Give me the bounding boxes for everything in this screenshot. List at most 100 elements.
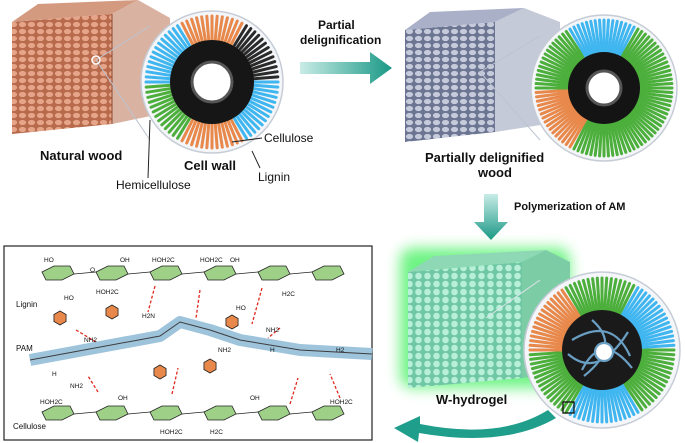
chem-cellulose-label: Cellulose [13, 422, 46, 431]
delignified-wall-fibril [630, 48, 663, 71]
hydrogen-bond [251, 287, 263, 325]
hydrogel-wall-fibril [591, 386, 599, 423]
hydrogel-wall-fibril [535, 316, 570, 335]
delignified-wall-fibril [536, 68, 573, 81]
chem-group-nh2: NH2 [218, 347, 231, 354]
hydrogel-wall-fibril [637, 334, 675, 345]
hydrogel-wall-fibril [549, 297, 577, 325]
delignified-wood-label-line2: wood [478, 165, 512, 180]
hydrogel-wall-fibril [564, 286, 585, 319]
chem-group-oh: OH [120, 257, 130, 264]
hydrogel-wall-fibril [634, 365, 669, 384]
delignified-wall-fibril [580, 118, 595, 154]
hydrogel-wall-fibril [529, 355, 567, 366]
chem-group-hoh2c: HOH2C [152, 257, 175, 264]
chem-group-hoh2c: HOH2C [330, 399, 353, 406]
natural-wall-fibril [216, 15, 224, 46]
natural-wall-fibril [248, 86, 279, 94]
cell-wall-label: Cell wall [184, 158, 237, 173]
natural-wall-fibril [144, 75, 176, 81]
delignified-wall-fibril [554, 110, 582, 138]
hydrogel-wall-fibril [560, 288, 583, 320]
hydrogel-wall-fibril [617, 382, 636, 417]
hydrogel-wall-fibril [543, 304, 574, 329]
delignified-wall-fibril [617, 116, 636, 151]
delignified-wall-fibril [534, 82, 572, 88]
delignified-wall-fibril [635, 93, 673, 103]
lignin-phenyl-ring [225, 314, 239, 330]
natural-wall-fibril [230, 112, 248, 140]
delignified-wall-fibril [551, 41, 580, 68]
hydrogel-wall-fibril [627, 297, 655, 325]
pam-chain-strand [571, 330, 632, 357]
natural-wall-fibril [190, 116, 202, 147]
delignified-wall-fibril [636, 77, 673, 86]
natural-wall-fibril [248, 70, 279, 78]
delignified-wall-fibril [623, 113, 647, 144]
chem-group-hoh2c: HOH2C [96, 289, 119, 296]
natural-wall-fibril [167, 109, 189, 134]
delignified-wall-fibril [624, 112, 651, 141]
hydrogel-wall-fibril [553, 294, 579, 323]
delignified-wall-fibril [541, 56, 576, 75]
hydrogel-wall-fibril [607, 385, 618, 423]
hydrogel-wall-fibril [629, 373, 658, 399]
chem-group-oh: OH [118, 395, 128, 402]
natural-wall-fibril [160, 37, 185, 59]
chem-group-hoh2c: HOH2C [200, 257, 223, 264]
chem-group-h: H [270, 347, 275, 354]
delignified-wood-label-line1: Partially delignified [425, 150, 545, 165]
delignified-wall-fibril [636, 82, 674, 88]
delignified-wall-fibril [564, 29, 587, 62]
delignified-wall-fibril [619, 27, 640, 61]
chem-group-nh2: NH2 [84, 337, 97, 344]
hydrogel-wall-fibril [538, 312, 571, 333]
chem-group-h2c: H2C [282, 291, 295, 298]
natural-wall-fibril [176, 24, 194, 52]
natural-wall-fibril [232, 27, 253, 53]
natural-wall-fibril [151, 97, 180, 114]
hydrogel-wall-fibril [546, 373, 575, 399]
hydrogel-wall-fibril [635, 320, 671, 337]
delignified-wall-fibril [584, 119, 597, 156]
delignified-wall-fibril [631, 103, 665, 124]
natural-wall-fibril [171, 111, 192, 137]
chem-group-h: H [52, 371, 57, 378]
delignified-wall-fibril [633, 60, 669, 77]
hydrogel-wall-fibril [546, 301, 575, 327]
natural-wood-label: Natural wood [40, 148, 123, 163]
chem-group-ho: HO [64, 295, 74, 302]
hydrogel-wall-fibril [529, 353, 566, 361]
hydrogen-bond [147, 285, 156, 313]
delignified-wall-fibril [635, 73, 673, 83]
cellulose-sugar-top-link [127, 271, 151, 275]
natural-wall-fibril [151, 50, 180, 67]
natural-wall-fibril [230, 24, 248, 52]
natural-wall-fibril [227, 21, 244, 50]
delignified-wall-fibril [613, 118, 628, 154]
hydrogel-wall-fibril [533, 320, 569, 337]
delignified-wall-fibril [580, 22, 595, 58]
natural-wall-fibril [200, 118, 208, 149]
delignified-wall-fibril [626, 110, 654, 138]
hydrogel-wall-fibril [612, 384, 627, 420]
natural-wall-fibril [145, 70, 176, 78]
natural-wall-fibril [180, 21, 197, 50]
delignified-wall-fibril [589, 19, 599, 57]
hydrogel-wall-fibril [556, 291, 581, 322]
hydrogel-wall-fibril [605, 277, 613, 314]
hydrogel-wall-fibril [549, 375, 577, 403]
delignified-wall-fibril [576, 117, 593, 153]
natural-wall-fibril [146, 89, 177, 99]
hydrogel-wall-fibril [529, 339, 566, 347]
hydrogel-wall-fibril [560, 380, 583, 412]
hydrogel-wall-fibril [572, 281, 589, 317]
natural-wall-fibril [245, 95, 275, 109]
delignified-wall-fibril [568, 115, 589, 149]
hydrogen-bond [171, 367, 179, 395]
lignin-label: Lignin [258, 170, 291, 184]
chem-group-h2: H2 [336, 347, 345, 354]
hydrogel-wall-fibril [533, 363, 569, 380]
hydrogel-wall-fibril [623, 291, 648, 322]
delignified-wall-fibril [621, 114, 644, 147]
